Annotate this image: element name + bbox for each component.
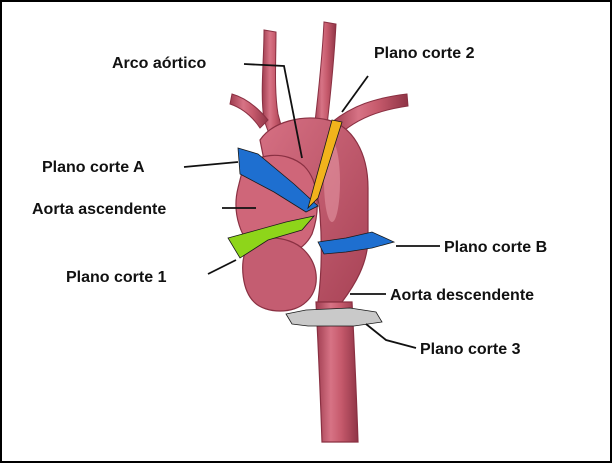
leader-plano-corte-1 (208, 260, 236, 274)
label-plano-corte-b: Plano corte B (444, 239, 547, 256)
leader-plano-corte-a (184, 162, 238, 167)
plane-corte-3 (286, 308, 382, 326)
leader-plano-corte-3 (366, 324, 416, 348)
label-aorta-ascendente: Aorta ascendente (32, 201, 166, 218)
label-plano-corte-a: Plano corte A (42, 159, 145, 176)
left-carotid-artery (314, 22, 336, 134)
label-arco-aortico: Arco aórtico (112, 55, 206, 72)
label-plano-corte-3: Plano corte 3 (420, 341, 521, 358)
label-plano-corte-1: Plano corte 1 (66, 269, 167, 286)
label-aorta-descendente: Aorta descendente (390, 287, 534, 304)
label-plano-corte-2: Plano corte 2 (374, 45, 475, 62)
